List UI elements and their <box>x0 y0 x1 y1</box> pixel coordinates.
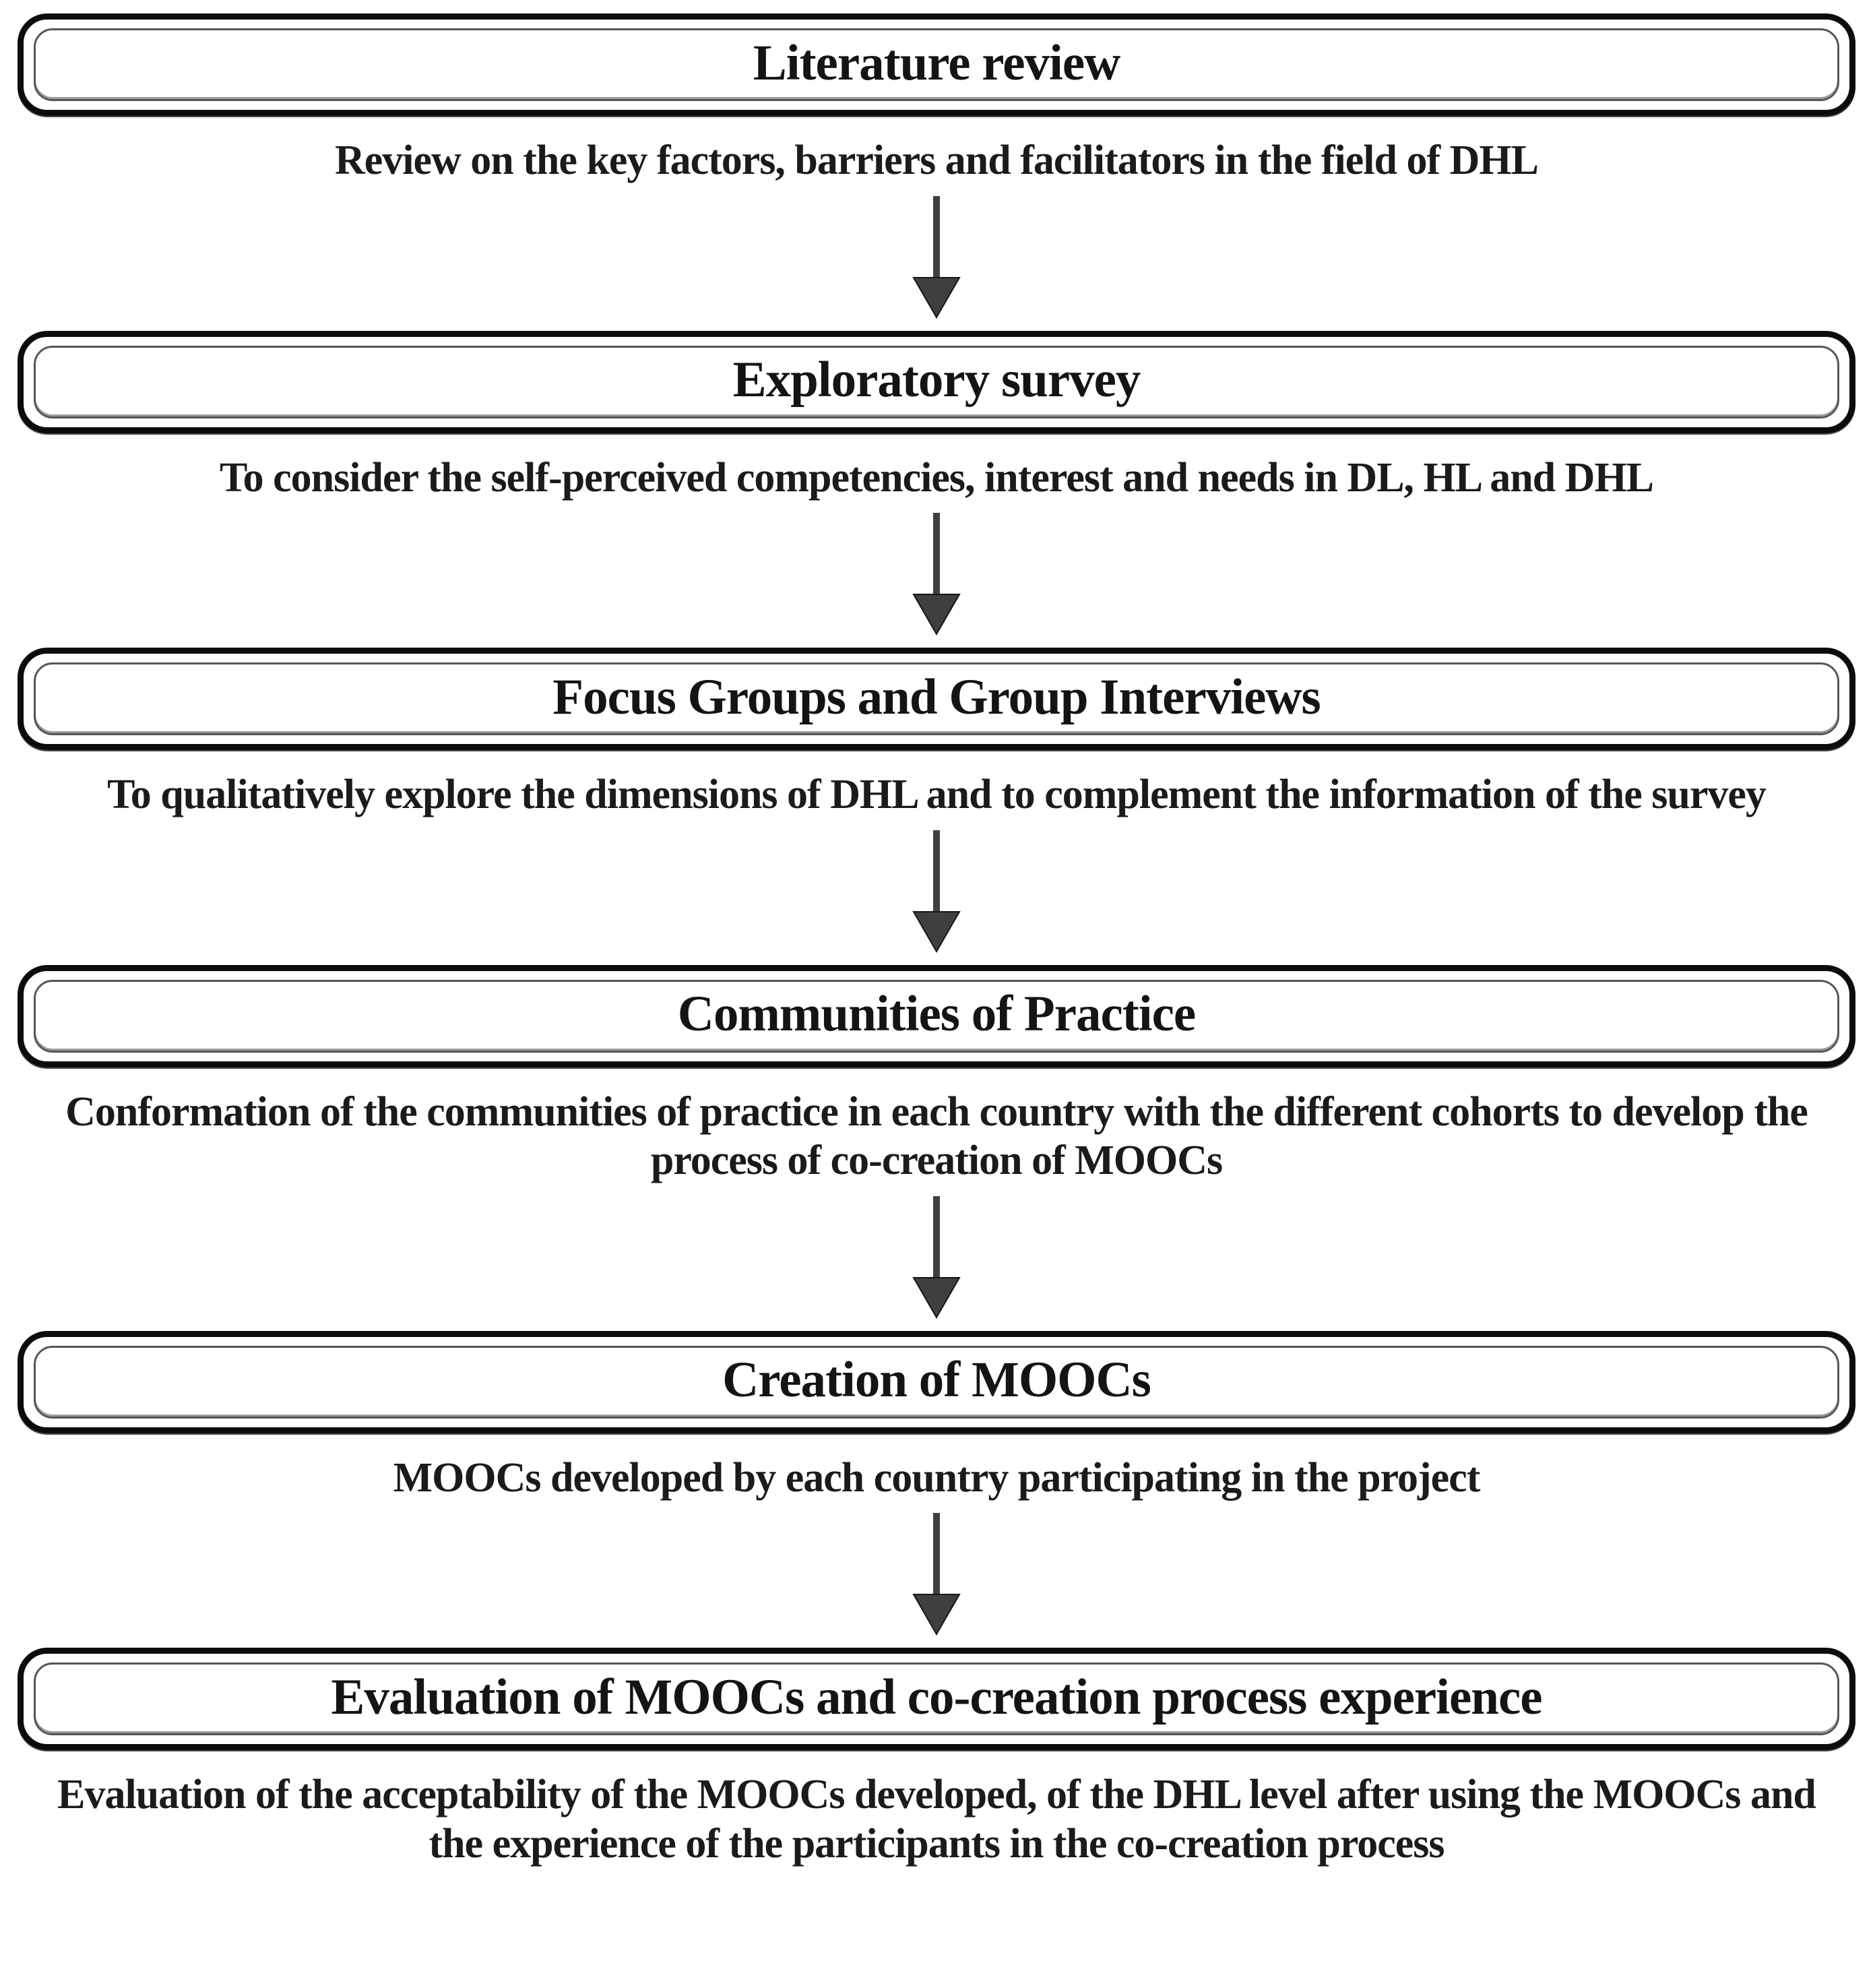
stage-box-inner: Evaluation of MOOCs and co-creation proc… <box>34 1663 1839 1736</box>
down-arrow-icon <box>0 195 1873 319</box>
stage-title: Creation of MOOCs <box>722 1352 1151 1408</box>
stage-title: Literature review <box>753 34 1121 91</box>
stage-literature-review: Literature review Review on the key fact… <box>0 13 1873 185</box>
stage-box: Exploratory survey <box>18 330 1855 433</box>
stage-description: MOOCs developed by each country particip… <box>393 1454 1481 1501</box>
stage-creation-of-moocs: Creation of MOOCs MOOCs developed by eac… <box>0 1330 1873 1503</box>
stage-description: To qualitatively explore the dimensions … <box>107 772 1767 818</box>
down-arrow-icon <box>0 1513 1873 1636</box>
stage-box: Communities of Practice <box>18 964 1855 1067</box>
stage-box: Creation of MOOCs <box>18 1330 1855 1433</box>
stage-focus-groups: Focus Groups and Group Interviews To qua… <box>0 648 1873 819</box>
stage-evaluation: Evaluation of MOOCs and co-creation proc… <box>0 1648 1873 1868</box>
stage-box: Focus Groups and Group Interviews <box>18 648 1855 751</box>
stage-title: Evaluation of MOOCs and co-creation proc… <box>331 1669 1542 1725</box>
stage-description: Conformation of the communities of pract… <box>65 1088 1808 1184</box>
stage-communities-of-practice: Communities of Practice Conformation of … <box>0 964 1873 1185</box>
stage-description: To consider the self-perceived competenc… <box>219 454 1654 501</box>
stage-title: Communities of Practice <box>677 986 1196 1043</box>
stage-box-inner: Communities of Practice <box>34 979 1839 1053</box>
stage-box: Evaluation of MOOCs and co-creation proc… <box>18 1648 1855 1751</box>
stage-box-inner: Focus Groups and Group Interviews <box>34 662 1839 736</box>
down-arrow-icon <box>0 1195 1873 1319</box>
stage-box: Literature review <box>18 13 1855 116</box>
stage-description: Evaluation of the acceptability of the M… <box>57 1772 1816 1867</box>
stage-box-inner: Literature review <box>34 28 1839 101</box>
down-arrow-icon <box>0 830 1873 953</box>
stage-box-inner: Creation of MOOCs <box>34 1345 1839 1419</box>
stage-title: Exploratory survey <box>732 352 1141 408</box>
stage-description: Review on the key factors, barriers and … <box>334 137 1539 183</box>
down-arrow-icon <box>0 513 1873 636</box>
stage-title: Focus Groups and Group Interviews <box>552 669 1321 725</box>
stage-box-inner: Exploratory survey <box>34 345 1839 418</box>
stage-exploratory-survey: Exploratory survey To consider the self-… <box>0 330 1873 503</box>
